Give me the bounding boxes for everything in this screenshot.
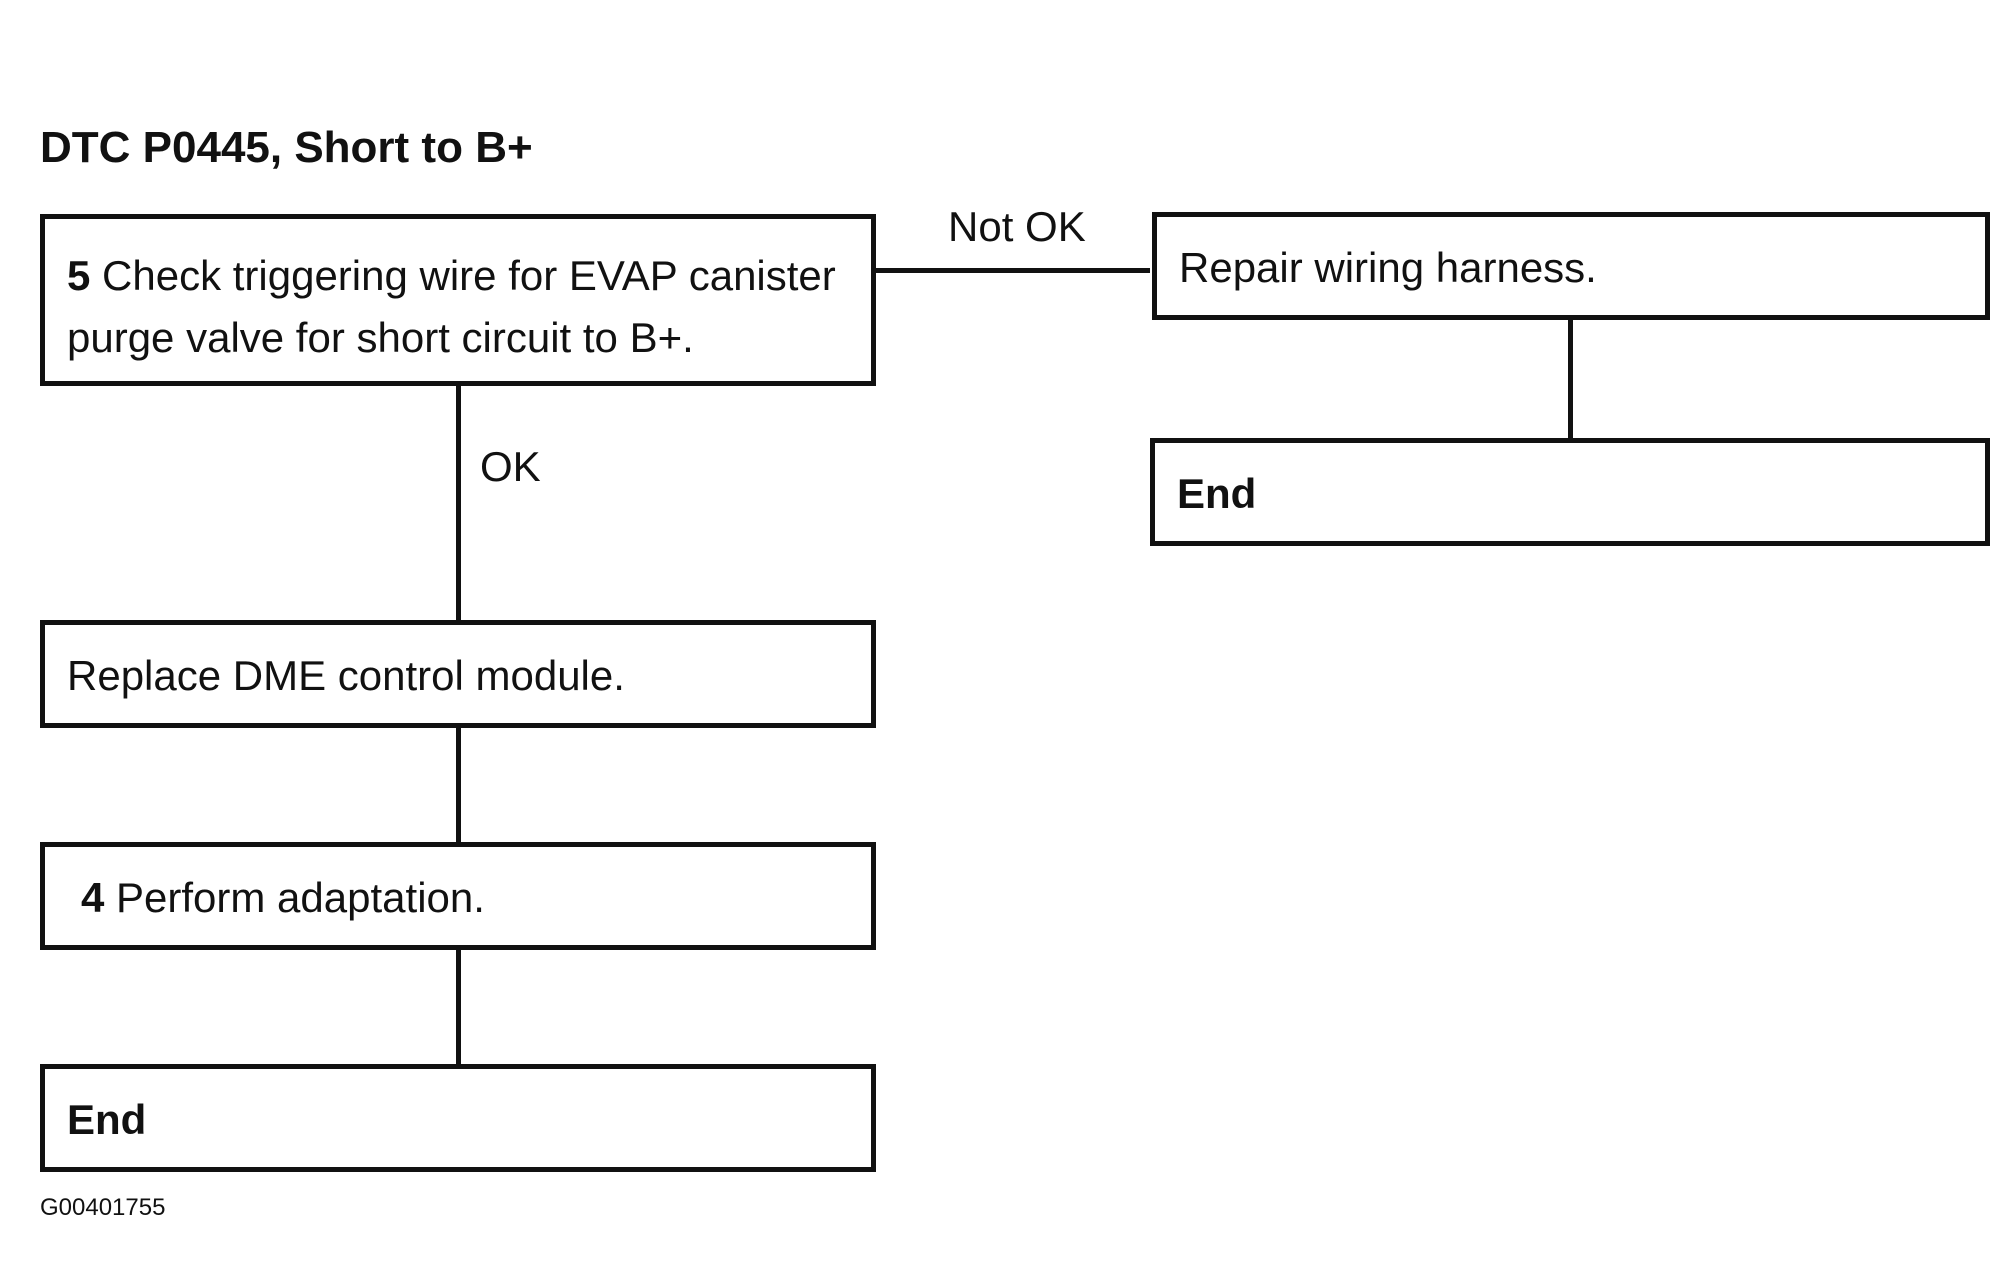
repair-step-box: Repair wiring harness.: [1152, 212, 1990, 320]
adapt-step-box: 4 Perform adaptation.: [40, 842, 876, 950]
step-number: 4: [81, 874, 105, 921]
repair-step-text: Repair wiring harness.: [1179, 244, 1597, 291]
connector-replace-to-adapt: [456, 722, 461, 844]
connector-check-to-repair: [874, 268, 1150, 273]
figure-id: G00401755: [40, 1194, 166, 1221]
adapt-step-text: Perform adaptation.: [116, 874, 485, 921]
connector-adapt-to-end: [456, 946, 461, 1068]
replace-step-text: Replace DME control module.: [67, 652, 625, 699]
step-number: 5: [67, 252, 91, 299]
end-box-right: End: [1150, 438, 1990, 546]
check-step-text: Check triggering wire for EVAP canister: [102, 252, 836, 299]
branch-label-ok: OK: [480, 443, 541, 490]
end-label-left: End: [67, 1096, 147, 1143]
connector-repair-to-end: [1568, 316, 1573, 442]
connector-check-to-replace: [456, 380, 461, 620]
check-step-line2: purge valve for short circuit to B+.: [67, 314, 694, 361]
check-step-box: 5 Check triggering wire for EVAP caniste…: [40, 214, 876, 386]
branch-label-not-ok: Not OK: [948, 203, 1086, 250]
diagram-title: DTC P0445, Short to B+: [40, 123, 533, 172]
replace-step-box: Replace DME control module.: [40, 620, 876, 728]
end-label-right: End: [1177, 470, 1257, 517]
check-step-line1: 5 Check triggering wire for EVAP caniste…: [67, 245, 855, 307]
end-box-left: End: [40, 1064, 876, 1172]
